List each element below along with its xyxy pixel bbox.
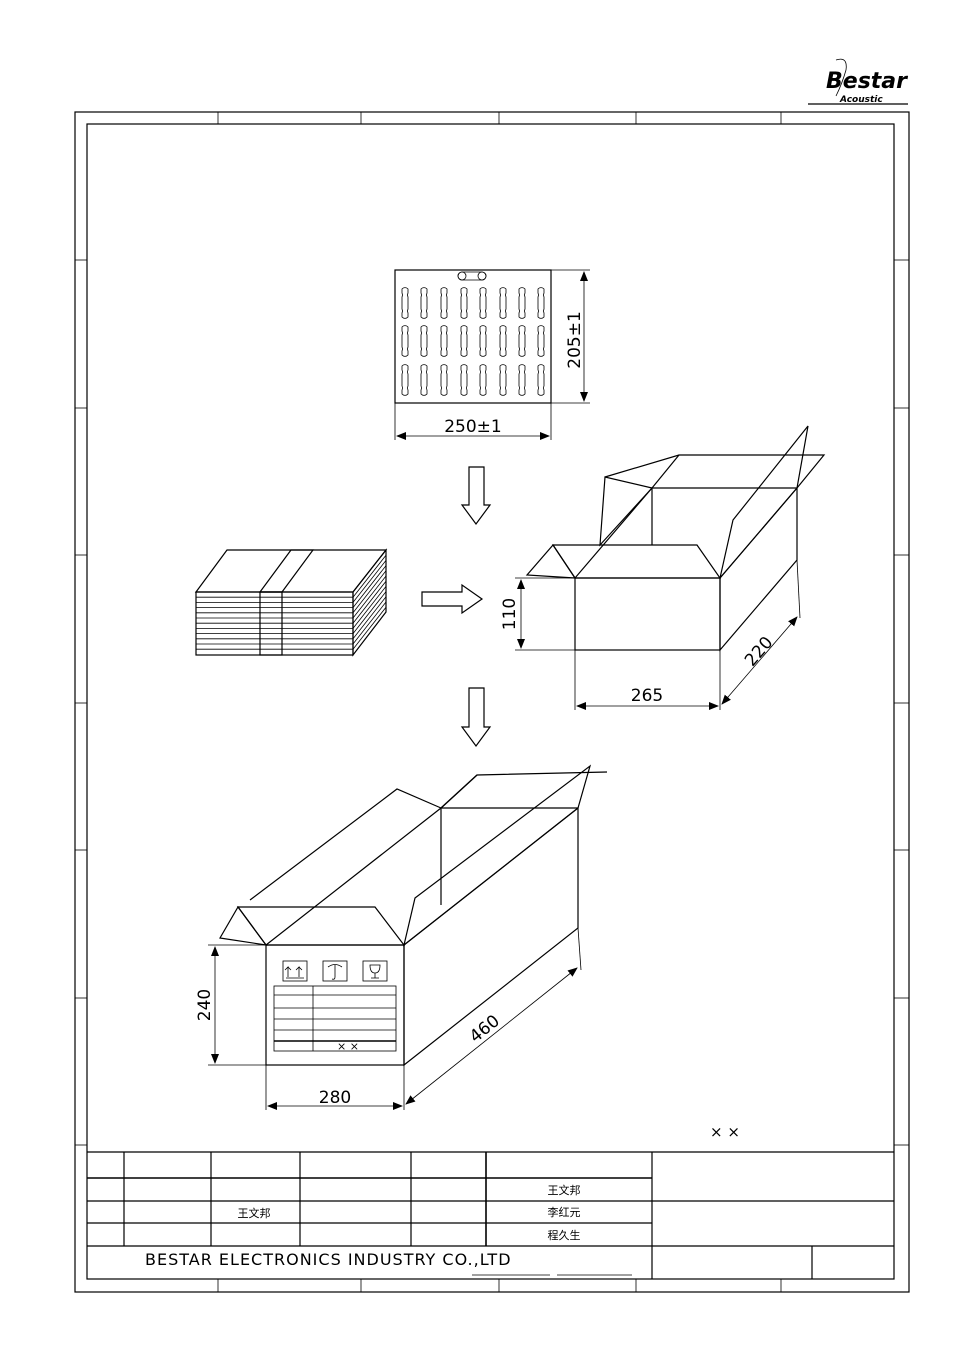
tray-pocket	[440, 287, 448, 319]
logo-brand: Bestar	[826, 69, 908, 94]
title-row1-name: 王文邦	[548, 1183, 581, 1197]
fragile-icon	[362, 960, 388, 982]
tray-stack	[194, 548, 388, 657]
tray-pocket	[537, 325, 545, 357]
title-row2-name-left: 王文邦	[238, 1206, 271, 1220]
tray-pocket	[460, 364, 468, 396]
tray-pocket	[401, 325, 409, 357]
tray-outline	[394, 269, 552, 404]
tray-pocket	[401, 364, 409, 396]
outer-carton: × × 240 280 460	[195, 764, 608, 1110]
tray-height-dim: 205±1	[565, 311, 585, 369]
inner-box: 110 265 220	[500, 425, 826, 710]
tray-width-dim: 250±1	[444, 417, 502, 437]
tray-pocket	[537, 287, 545, 319]
tray-pocket	[420, 287, 428, 319]
tray-pocket	[499, 364, 507, 396]
arrow-right	[421, 583, 484, 615]
arrow-down-2	[460, 687, 492, 748]
carton-label-table: × ×	[273, 985, 397, 1053]
handling-symbols	[282, 960, 388, 982]
tray-pocket	[537, 364, 545, 396]
tray-pocket	[518, 364, 526, 396]
title-block: 王文邦 王文邦 李红元 程久生 BESTAR ELECTRONICS INDUS…	[87, 1151, 894, 1279]
drawing-frame	[74, 111, 910, 1293]
tray-pocket	[499, 287, 507, 319]
bestar-logo: Bestar Acoustic	[808, 58, 908, 105]
outer-box-height-dim: 240	[195, 989, 215, 1021]
note-marks: × ×	[710, 1123, 740, 1141]
logo-sub: Acoustic	[839, 95, 883, 105]
tray-pocket	[460, 287, 468, 319]
company-name: BESTAR ELECTRONICS INDUSTRY CO.,LTD	[145, 1250, 512, 1269]
carton-label-marks: × ×	[337, 1040, 359, 1053]
tray-pocket	[420, 325, 428, 357]
tray-handle	[457, 271, 487, 281]
inner-box-height-dim: 110	[500, 598, 520, 630]
outer-box-width-dim: 280	[319, 1088, 351, 1108]
keep-dry-icon	[322, 960, 348, 982]
tray-pocket	[479, 287, 487, 319]
inner-box-depth-dim: 220	[741, 633, 777, 671]
tray-pocket	[401, 287, 409, 319]
tray-pocket	[460, 325, 468, 357]
tray-pocket	[518, 287, 526, 319]
tray-pocket	[440, 364, 448, 396]
tray-pocket	[518, 325, 526, 357]
title-row2-name-right: 李红元	[548, 1205, 581, 1219]
this-side-up-icon	[282, 960, 308, 982]
tray-pocket	[420, 364, 428, 396]
tray-pockets	[401, 287, 545, 396]
tray-pocket	[479, 325, 487, 357]
title-row3-name: 程久生	[548, 1228, 581, 1242]
tray-pocket	[440, 325, 448, 357]
tray-diagram: 205±1 250±1	[394, 269, 590, 440]
inner-box-width-dim: 265	[631, 686, 663, 706]
outer-box-depth-dim: 460	[466, 1011, 504, 1047]
tray-pocket	[479, 364, 487, 396]
arrow-down-1	[460, 466, 492, 526]
tray-pocket	[499, 325, 507, 357]
